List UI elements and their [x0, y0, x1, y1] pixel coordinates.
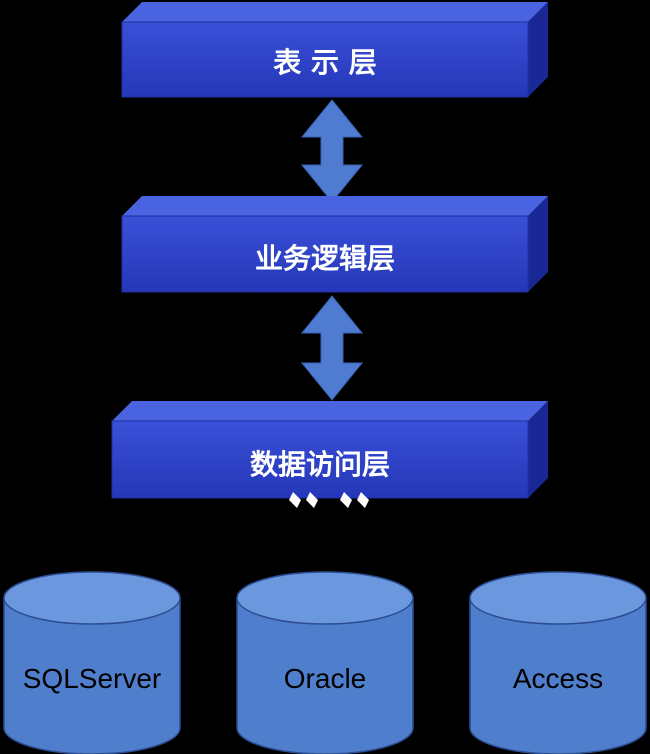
database-access-label: Access [513, 663, 603, 694]
presentation-layer: 表 示 层 [121, 2, 548, 98]
business-logic-layer-label: 业务逻辑层 [255, 242, 395, 275]
database-oracle-label: Oracle [284, 663, 366, 694]
presentation-layer-label: 表 示 层 [273, 46, 377, 79]
database-sqlserver: SQLServer [3, 571, 181, 754]
data-access-layer: 数据访问层 [111, 401, 548, 499]
database-sqlserver-label: SQLServer [23, 663, 162, 694]
business-logic-layer: 业务逻辑层 [121, 196, 548, 293]
double-arrow-business-data [300, 295, 364, 401]
data-access-layer-label: 数据访问层 [250, 448, 390, 481]
connector-tips [289, 492, 369, 508]
database-oracle: Oracle [236, 571, 414, 754]
double-arrow-presentation-business [300, 99, 364, 203]
database-access: Access [469, 571, 647, 754]
